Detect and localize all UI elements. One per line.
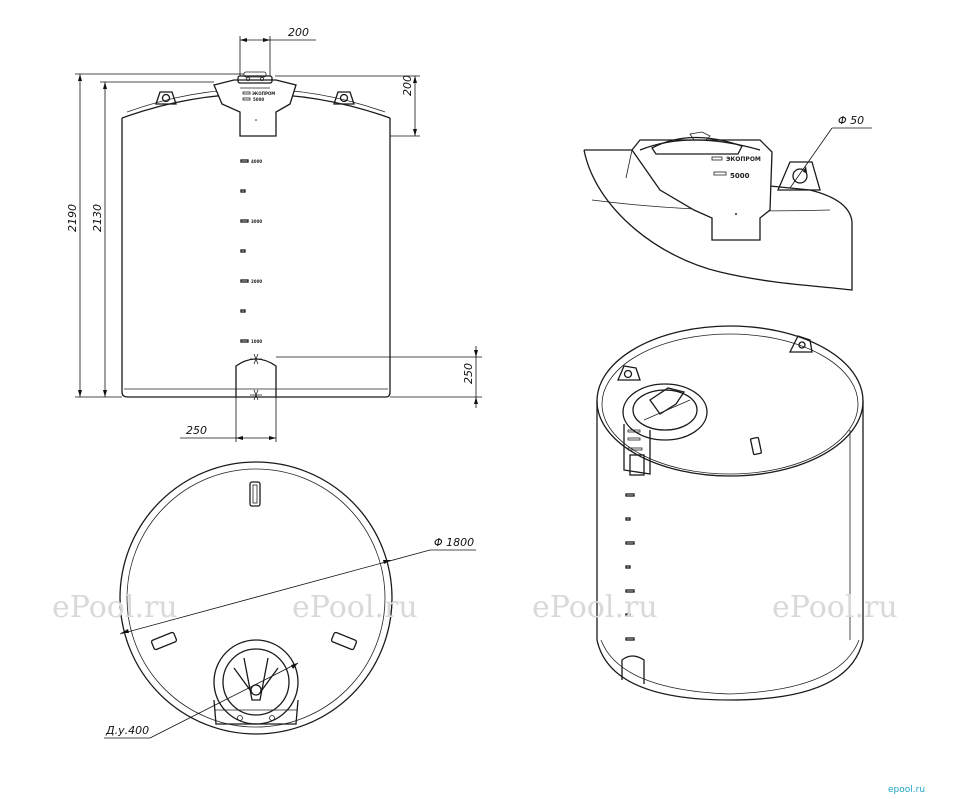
- watermark-text: ePool.ru: [292, 590, 418, 625]
- scale-mark-1000: 1000: [251, 339, 262, 344]
- dim-hole-diameter: Φ 50: [838, 114, 864, 127]
- corner-logo: epool.ru: [888, 785, 925, 795]
- watermark-text: ePool.ru: [532, 590, 658, 625]
- manhole-plan: [213, 639, 299, 725]
- dim-neck-width: 200: [288, 26, 309, 39]
- isometric-view: [596, 325, 864, 701]
- dim-body-height: 2130: [91, 204, 104, 232]
- svg-text:5000: 5000: [253, 97, 264, 102]
- dim-outlet-width: 250: [186, 424, 207, 437]
- dim-outlet-height: 250: [462, 363, 475, 384]
- watermark-text: ePool.ru: [52, 590, 178, 625]
- watermark-text: ePool.ru: [772, 590, 898, 625]
- dim-neck-height: 200: [401, 75, 414, 96]
- top-plan-view: Φ 1800 Д.у.400: [104, 461, 476, 739]
- scale-mark-3000: 3000: [251, 219, 262, 224]
- detail-volume-label: 5000: [730, 172, 750, 180]
- dim-total-height: 2190: [66, 204, 79, 232]
- hatch-detail-view: ЭКОПРОМ 5000 Φ 50: [583, 114, 872, 291]
- svg-text:ЭКОПРОМ: ЭКОПРОМ: [726, 156, 761, 163]
- dim-diameter: Φ 1800: [434, 536, 474, 549]
- dim-manhole: Д.у.400: [105, 724, 149, 737]
- front-elevation-view: ЭКОПРОМ 5000 4000 3000 2000 1000: [66, 26, 482, 442]
- scale-mark-4000: 4000: [251, 159, 262, 164]
- level-scale: 4000 3000 2000 1000: [240, 159, 262, 344]
- svg-text:ЭКОПРОМ: ЭКОПРОМ: [252, 91, 275, 96]
- watermarks: ePool.ru ePool.ru ePool.ru ePool.ru: [52, 590, 898, 625]
- scale-mark-2000: 2000: [251, 279, 262, 284]
